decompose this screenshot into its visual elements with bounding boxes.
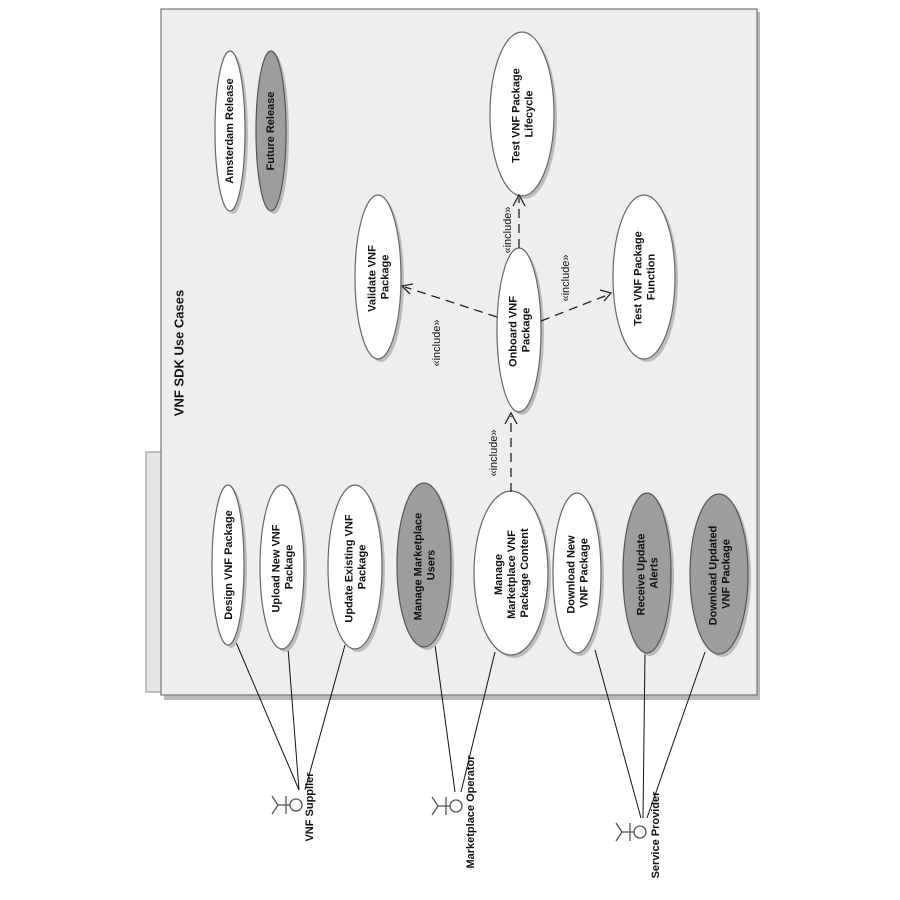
usecase-label-line: Validate VNF	[367, 245, 379, 312]
usecase-design-vnf-package: Design VNF Package	[211, 484, 247, 648]
actor-label: Marketplace Operator	[465, 755, 477, 869]
usecase-label-line: Manage Marketplace	[413, 513, 425, 621]
usecase-label-line: Lifecycle	[524, 90, 536, 137]
usecase-update-existing-vnf-package: Update Existing VNF Package	[327, 484, 385, 652]
provider-associations	[594, 649, 706, 819]
usecase-label-line: Users	[426, 550, 438, 581]
usecase-download-updated-vnf-package: Download Updated VNF Package	[689, 493, 751, 657]
stick-figure-icon	[271, 795, 303, 815]
legend-current-label: Amsterdam Release	[224, 78, 236, 183]
usecase-label-line: Onboard VNF	[508, 296, 520, 367]
usecase-test-vnf-package-lifecycle: Test VNF Package Lifecycle	[489, 31, 557, 199]
usecase-label-line: Marketplace VNF	[506, 530, 518, 619]
include-onboard-to-lifecycle: «include»	[502, 193, 526, 254]
include-onboard-to-validate: «include»	[400, 283, 498, 367]
include-label: «include»	[560, 254, 572, 301]
usecase-label-line: Receive Update	[636, 534, 648, 616]
usecase-label-line: Download New	[566, 535, 578, 614]
usecase-label-line: VNF Package	[579, 538, 591, 608]
usecase-label-line: Function	[646, 254, 658, 301]
frame-tab	[145, 451, 163, 693]
supplier-associations	[234, 639, 346, 791]
svg-text:Download Updated VNF Pac: Download Updated VNF Package	[708, 523, 733, 626]
operator-associations	[434, 644, 496, 793]
svg-text:Onboard VNF Package: Onboard VNF Package	[508, 293, 533, 367]
usecase-label-line: Package	[284, 545, 296, 590]
actor-service-provider: Service Provider	[615, 791, 662, 879]
usecase-label-line: Download Updated	[708, 526, 720, 626]
usecase-label-line: VNF Package	[721, 539, 733, 609]
actor-label: VNF Supplier	[304, 772, 316, 842]
svg-text:Receive Update Alerts: Receive Update Alerts	[636, 531, 661, 616]
usecase-upload-new-vnf-package: Upload New VNF Package	[259, 484, 307, 652]
usecase-manage-marketplace-users: Manage Marketplace Users	[396, 482, 454, 650]
usecase-manage-marketplace-vnf-package-content: Manage Marketplace VNF Package Content	[473, 490, 551, 658]
usecase-download-new-vnf-package: Download New VNF Package	[552, 492, 604, 656]
usecase-label-line: Package	[357, 545, 369, 590]
stick-figure-icon	[431, 796, 463, 816]
stick-figure-icon	[615, 822, 647, 842]
include-label: «include»	[488, 429, 500, 476]
svg-text:Design VNF Package: Design VNF Package	[223, 510, 235, 619]
svg-text:Download New VNF Package: Download New VNF Package	[566, 532, 591, 613]
usecase-label-line: Design VNF Package	[223, 510, 235, 619]
include-manage-to-onboard: «include»	[488, 411, 518, 492]
svg-text:Test VNF Package Functio: Test VNF Package Function	[633, 228, 658, 326]
usecase-validate-vnf-package: Validate VNF Package	[354, 194, 404, 362]
usecase-test-vnf-package-function: Test VNF Package Function	[612, 194, 678, 362]
svg-text:Test VNF Package Lifecyc: Test VNF Package Lifecycle	[511, 65, 536, 163]
usecase-label-line: Alerts	[649, 557, 661, 588]
actor-marketplace-operator: Marketplace Operator	[431, 755, 477, 869]
usecase-onboard-vnf-package: Onboard VNF Package	[496, 247, 544, 415]
include-label: «include»	[502, 206, 514, 253]
usecase-label-line: Test VNF Package	[633, 231, 645, 326]
include-onboard-to-function: «include»	[540, 254, 613, 322]
svg-text:Update Existing VNF Pack: Update Existing VNF Package	[344, 511, 369, 622]
actor-label: Service Provider	[650, 791, 662, 879]
svg-text:Manage Marketplace VNF: Manage Marketplace VNF Package Content	[493, 527, 531, 619]
usecase-label-line: Manage	[493, 554, 505, 595]
legend-future-release: Future Release	[255, 50, 289, 214]
usecase-label-line: Package	[380, 255, 392, 300]
svg-text:Validate VNF Package: Validate VNF Package	[367, 242, 392, 312]
usecase-label-line: Upload New VNF	[271, 524, 283, 612]
legend-current-release: Amsterdam Release	[214, 50, 248, 214]
usecase-label-line: Test VNF Package	[511, 68, 523, 163]
svg-text:Upload New VNF Package: Upload New VNF Package	[271, 521, 296, 612]
include-label: «include»	[431, 319, 443, 366]
svg-text:Manage Marketplace Users: Manage Marketplace Users	[413, 510, 438, 621]
actor-vnf-supplier: VNF Supplier	[271, 772, 316, 842]
usecase-label-line: Update Existing VNF	[344, 514, 356, 622]
usecase-receive-update-alerts: Receive Update Alerts	[622, 492, 674, 656]
usecase-label-line: Package	[521, 308, 533, 353]
usecase-label-line: Package Content	[519, 528, 531, 618]
legend-future-label: Future Release	[265, 92, 277, 171]
diagram-title: VNF SDK Use Cases	[171, 290, 186, 416]
